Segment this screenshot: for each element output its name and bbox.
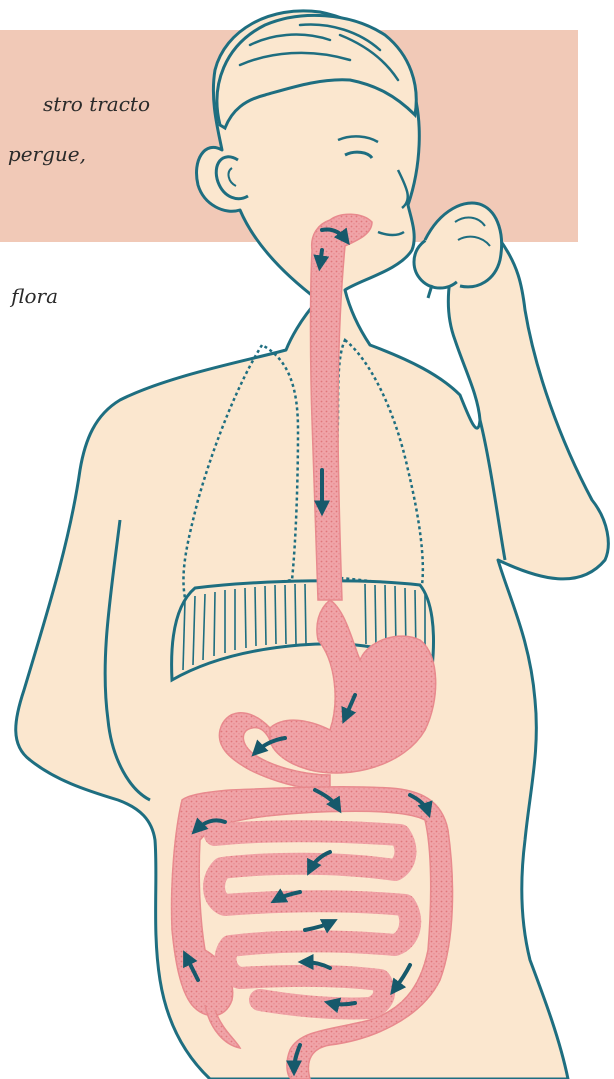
body-silhouette (16, 11, 609, 1079)
